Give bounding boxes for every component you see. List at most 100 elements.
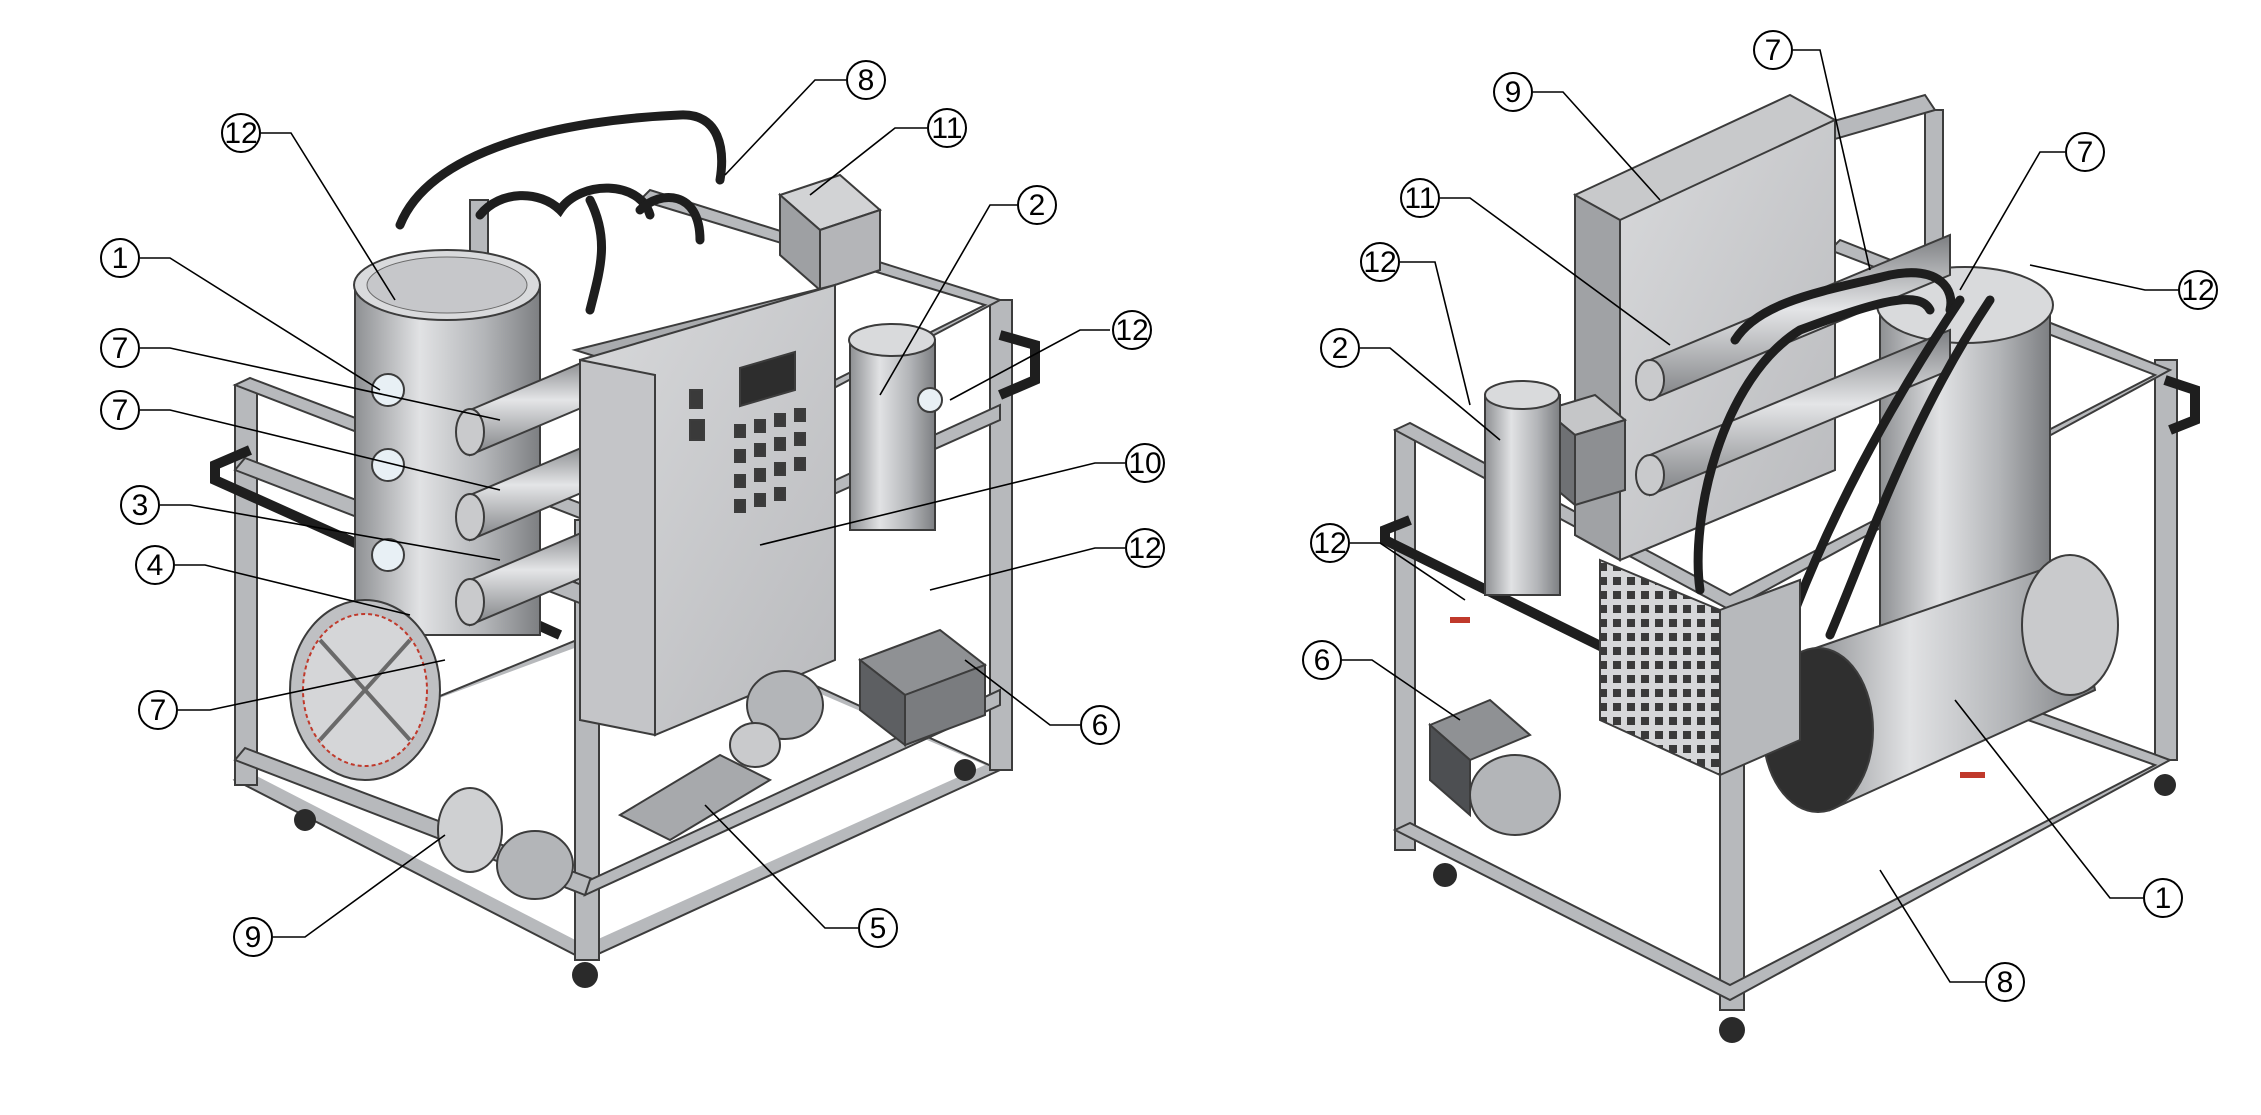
callout-l12a: 12	[221, 113, 261, 153]
callout-number: 5	[870, 912, 887, 945]
callout-l12b: 12	[1112, 310, 1152, 350]
right-machine-view	[1380, 93, 2200, 1043]
callout-number: 6	[1092, 709, 1109, 742]
callout-circle	[2065, 132, 2105, 172]
right-hoses	[1693, 268, 1995, 640]
callout-circle	[927, 108, 967, 148]
callout-l7b: 7	[100, 390, 140, 430]
callout-r8: 8	[1985, 962, 2025, 1002]
left-front-flange	[289, 599, 503, 873]
callout-number: 12	[1363, 246, 1396, 279]
callout-circle	[1360, 242, 1400, 282]
left-machine-view	[210, 110, 1040, 988]
callout-r7b: 7	[2065, 132, 2105, 172]
callout-l5: 5	[858, 908, 898, 948]
callout-circle	[1080, 705, 1120, 745]
left-oil-pump	[496, 722, 781, 900]
callout-number: 11	[1404, 182, 1435, 215]
callout-l2: 2	[1017, 185, 1057, 225]
left-junction-box	[778, 173, 882, 293]
callout-l11: 11	[927, 108, 967, 148]
callout-number: 7	[150, 694, 167, 727]
callout-circle	[1017, 185, 1057, 225]
callout-r9: 9	[1493, 72, 1533, 112]
callout-circle	[846, 60, 886, 100]
callout-l3: 3	[120, 485, 160, 525]
callout-number: 12	[1313, 527, 1346, 560]
left-wheels	[294, 759, 976, 988]
callout-number: 12	[1128, 532, 1161, 565]
callout-number: 7	[2077, 136, 2094, 169]
callout-r12c: 12	[1310, 523, 1350, 563]
right-main-tank	[1762, 266, 2119, 813]
callout-number: 12	[1115, 314, 1148, 347]
callout-l12c: 12	[1125, 528, 1165, 568]
callout-l6: 6	[1080, 705, 1120, 745]
callout-circle	[2143, 878, 2183, 918]
callout-circle	[1310, 523, 1350, 563]
callout-circle	[1985, 962, 2025, 1002]
callout-circle	[1400, 178, 1440, 218]
callout-number: 8	[858, 64, 875, 97]
callout-circle	[858, 908, 898, 948]
callout-number: 2	[1332, 332, 1349, 365]
callout-number: 12	[224, 117, 257, 150]
callout-l1: 1	[100, 238, 140, 278]
callout-circle	[135, 545, 175, 585]
right-cooler-grill	[1599, 558, 1801, 777]
callout-circle	[1320, 328, 1360, 368]
callout-circle	[1302, 640, 1342, 680]
callout-number: 10	[1128, 447, 1161, 480]
callout-circle	[1753, 30, 1793, 70]
callout-circle	[221, 113, 261, 153]
callout-r12a: 12	[1360, 242, 1400, 282]
callout-r1: 1	[2143, 878, 2183, 918]
callout-number: 11	[931, 112, 962, 145]
callout-number: 6	[1314, 644, 1331, 677]
callout-r2: 2	[1320, 328, 1360, 368]
callout-circle	[1125, 443, 1165, 483]
callout-number: 9	[1505, 76, 1522, 109]
right-wheels	[1433, 774, 2176, 1043]
callout-number: 12	[2181, 274, 2214, 307]
right-fine-filter	[1484, 380, 1561, 596]
callout-number: 1	[2155, 882, 2172, 915]
callout-circle	[120, 485, 160, 525]
callout-circle	[1125, 528, 1165, 568]
callout-r11: 11	[1400, 178, 1440, 218]
callout-circle	[138, 690, 178, 730]
callout-number: 7	[112, 394, 129, 427]
left-control-cabinet	[571, 283, 836, 737]
left-vacuum-pump	[746, 628, 988, 748]
callout-l7a: 7	[100, 328, 140, 368]
callout-l7c: 7	[138, 690, 178, 730]
callout-number: 1	[112, 242, 129, 275]
callout-circle	[233, 917, 273, 957]
callout-layer: 12 1 7 7 3 4 7 9 5 8 11 2 12 10 12 6 9 7 11 7 12 12 2 12 6 1 8	[100, 30, 2218, 1002]
callout-l10: 10	[1125, 443, 1165, 483]
right-handle-rail	[1380, 515, 1713, 705]
callout-circle	[2178, 270, 2218, 310]
left-heater-pipes	[455, 353, 601, 627]
callout-r7a: 7	[1753, 30, 1793, 70]
control-buttons-icon	[689, 389, 806, 513]
callout-circle	[1493, 72, 1533, 112]
callout-circle	[1112, 310, 1152, 350]
callout-number: 3	[132, 489, 149, 522]
right-vacuum-pump	[1428, 617, 1985, 836]
callout-number: 7	[112, 332, 129, 365]
callout-number: 4	[147, 549, 164, 582]
callout-number: 2	[1029, 189, 1046, 222]
callout-number: 7	[1765, 34, 1782, 67]
callout-circle	[100, 328, 140, 368]
callout-r12b: 12	[2178, 270, 2218, 310]
callout-l4: 4	[135, 545, 175, 585]
callout-circle	[100, 238, 140, 278]
callout-r6: 6	[1302, 640, 1342, 680]
callout-l9: 9	[233, 917, 273, 957]
left-hoses	[395, 110, 727, 315]
callout-l8: 8	[846, 60, 886, 100]
hmi-screen-icon	[739, 350, 796, 408]
callout-circle	[100, 390, 140, 430]
